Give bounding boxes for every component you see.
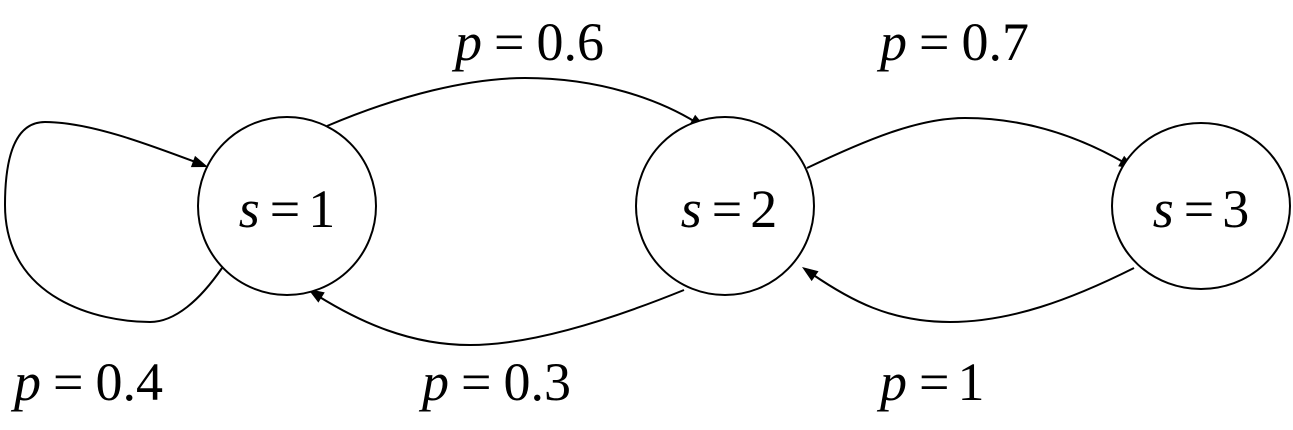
arrowhead-s1-to-s1 [190, 155, 208, 168]
edge-label-s1-to-s2: p=0.6 [451, 12, 604, 72]
state-circle [1111, 122, 1291, 290]
edge-s2-to-s3 [806, 116, 1126, 169]
state-node-s1: s=1 [197, 116, 377, 296]
edge-s1-to-s1 [3, 120, 223, 324]
edge-label-s2-to-s3: p=0.7 [876, 12, 1029, 72]
arrowhead-s3-to-s2 [802, 267, 819, 282]
edge-s2-to-s1 [317, 289, 685, 347]
state-label: s=3 [1153, 179, 1249, 239]
state-label: s=1 [239, 179, 335, 239]
edge-s3-to-s2 [811, 267, 1135, 324]
edge-label-s2-to-s1: p=0.3 [418, 352, 571, 412]
edge-s1-to-s2 [326, 76, 698, 127]
state-node-s3: s=3 [1111, 122, 1291, 290]
state-circle [635, 116, 815, 296]
state-circle [197, 116, 377, 296]
state-node-s2: s=2 [635, 116, 815, 296]
edge-label-s1-to-s1: p=0.4 [10, 352, 163, 412]
state-label: s=2 [681, 179, 777, 239]
edge-label-s3-to-s2: p=1 [876, 352, 984, 412]
